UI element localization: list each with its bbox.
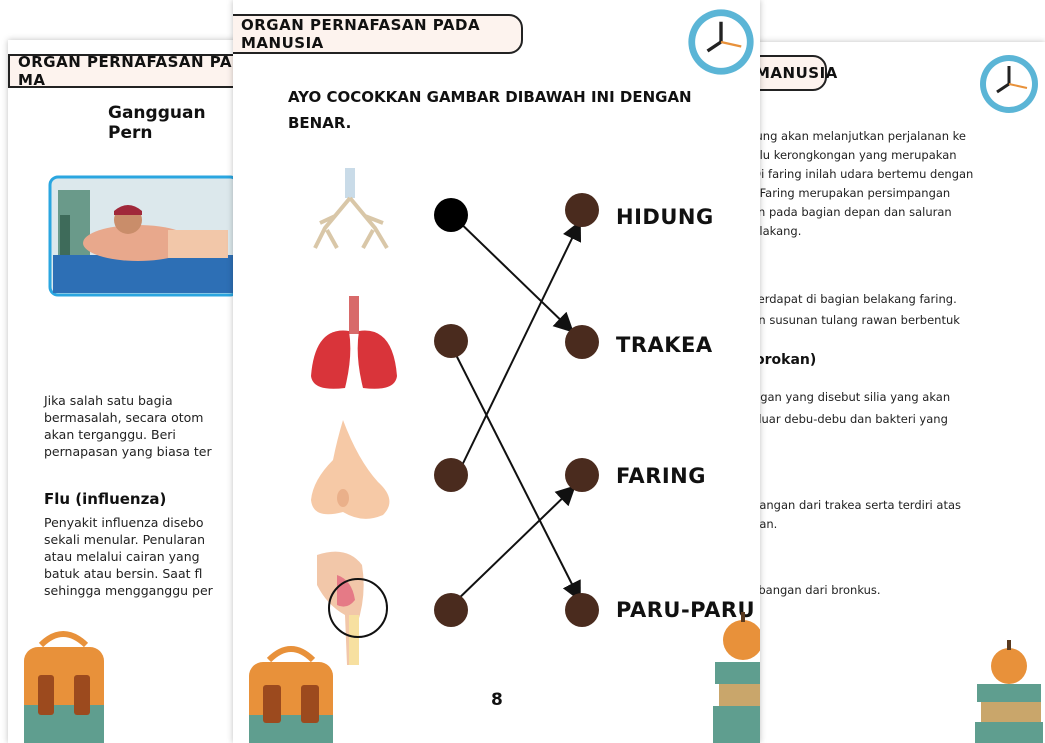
center-page: ORGAN PERNAFASAN PADA MANUSIA AYO COCOKK… bbox=[233, 0, 760, 743]
answer-hidung: HIDUNG bbox=[616, 205, 714, 229]
page-number: 8 bbox=[491, 690, 503, 710]
left-header-text: ORGAN PERNAFASAN PADA MA bbox=[18, 53, 240, 89]
left-text-line: Jika salah satu bagia bbox=[44, 392, 240, 409]
right-header-text: MANUSIA bbox=[755, 64, 838, 82]
left-page: ORGAN PERNAFASAN PADA MA Gangguan Pern J… bbox=[8, 40, 240, 743]
backpack-icon bbox=[241, 640, 341, 743]
left-text-line: pernapasan yang biasa ter bbox=[44, 443, 240, 460]
left-page-title: Gangguan Pern bbox=[108, 103, 240, 143]
match-dot-nose[interactable] bbox=[434, 458, 468, 492]
match-line bbox=[453, 224, 579, 484]
right-line: n. Faring merupakan persimpangan bbox=[745, 185, 950, 202]
left-text-line: sehingga mengganggu per bbox=[44, 582, 240, 599]
right-line: cabangan dari bronkus. bbox=[745, 582, 881, 599]
match-line bbox=[451, 214, 571, 330]
answer-faring: FARING bbox=[616, 464, 706, 488]
left-page-header: ORGAN PERNAFASAN PADA MA bbox=[8, 54, 240, 88]
left-text-line: sekali menular. Penularan bbox=[44, 531, 240, 548]
match-dot-paru-paru[interactable] bbox=[565, 593, 599, 627]
left-text-line: Penyakit influenza disebo bbox=[44, 514, 240, 531]
left-text-line: batuk atau bersin. Saat fl bbox=[44, 565, 240, 582]
patient-photo bbox=[48, 175, 240, 297]
left-paragraph2: Penyakit influenza disebo sekali menular… bbox=[44, 514, 240, 599]
right-line: abangan dari trakea serta terdiri atas bbox=[745, 497, 961, 514]
left-paragraph1: Jika salah satu bagia bermasalah, secara… bbox=[44, 392, 240, 460]
matching-lines bbox=[233, 0, 760, 743]
books-apple-icon bbox=[973, 640, 1045, 743]
right-line: ) terdapat di bagian belakang faring. bbox=[745, 291, 957, 308]
right-line: idung akan melanjutkan perjalanan ke bbox=[745, 128, 966, 145]
match-dot-bronchi[interactable] bbox=[434, 198, 468, 232]
right-line: . Di faring inilah udara bertemu dengan bbox=[745, 166, 973, 183]
books-apple-icon bbox=[713, 610, 760, 743]
right-line: ringan yang disebut silia yang akan bbox=[745, 389, 950, 406]
match-dot-pharynx[interactable] bbox=[434, 593, 468, 627]
right-line: keluar debu-debu dan bakteri yang bbox=[745, 411, 948, 428]
right-line: san pada bagian depan dan saluran bbox=[745, 204, 952, 221]
right-line: ilan susunan tulang rawan berbentuk bbox=[745, 312, 960, 329]
backpack-icon bbox=[16, 625, 111, 743]
match-dot-hidung[interactable] bbox=[565, 193, 599, 227]
left-text-line: akan terganggu. Beri bbox=[44, 426, 240, 443]
clock-icon bbox=[977, 52, 1041, 116]
match-line bbox=[453, 488, 573, 604]
match-dot-lungs[interactable] bbox=[434, 324, 468, 358]
right-line: hulu kerongkongan yang merupakan bbox=[745, 147, 957, 164]
match-dot-trakea[interactable] bbox=[565, 325, 599, 359]
match-line bbox=[449, 341, 579, 598]
left-subheading: Flu (influenza) bbox=[44, 490, 166, 508]
right-page: MANUSIA idung akan melanjutkan perjalana… bbox=[735, 42, 1045, 743]
left-text-line: bermasalah, secara otom bbox=[44, 409, 240, 426]
match-dot-faring[interactable] bbox=[565, 458, 599, 492]
left-text-line: atau melalui cairan yang bbox=[44, 548, 240, 565]
answer-trakea: TRAKEA bbox=[616, 333, 713, 357]
